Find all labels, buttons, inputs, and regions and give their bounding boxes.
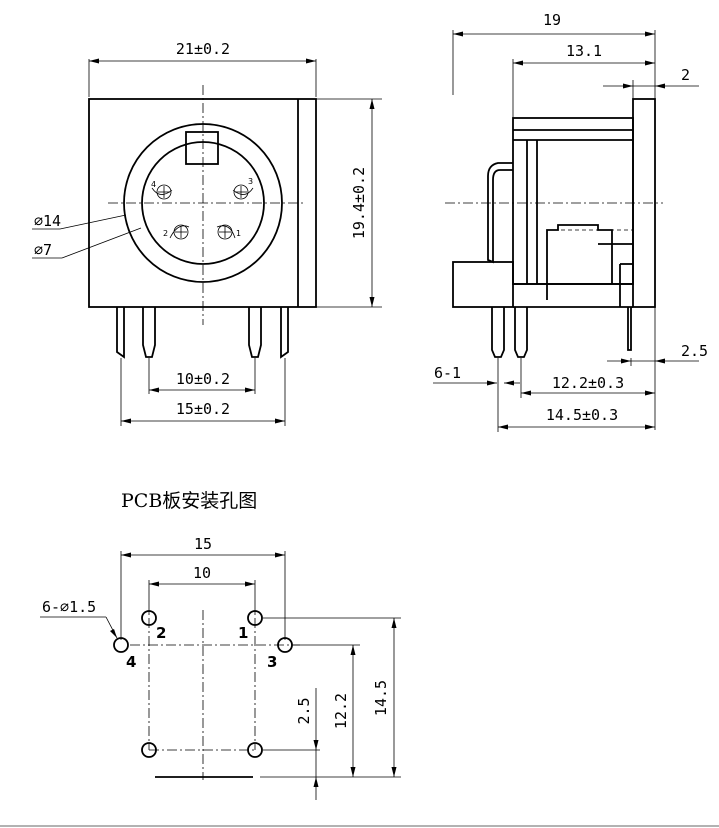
pcb-hole-label-2: 2 (156, 624, 166, 642)
front-pin-label-2: 2 (163, 229, 168, 238)
front-pin-2: 2 (163, 224, 190, 240)
outer-diameter-label: ⌀14 (34, 212, 61, 230)
pcb-hole-1 (247, 610, 263, 626)
body-depth-dim: 13.1 (566, 42, 602, 60)
front-legs (116, 307, 289, 359)
front-pin-4: 4 (151, 180, 173, 200)
side-view: 19 13.1 2 (433, 11, 708, 432)
pcb-hole-br (247, 742, 263, 758)
pcb-hole-bl (141, 742, 157, 758)
front-pin-1: 1 (216, 224, 241, 240)
front-pin-3: 3 (232, 177, 254, 200)
pcb-layout: PCB板安装孔图 15 10 6-⌀1.5 (40, 490, 401, 800)
front-pin-label-4: 4 (151, 180, 156, 189)
pcb-hole-label-3: 3 (267, 653, 277, 671)
pcb-hole-label-4: 4 (126, 653, 136, 671)
pcb-hole-4 (113, 637, 129, 653)
pcb-title: PCB板安装孔图 (121, 490, 257, 512)
front-width-dim: 21±0.2 (176, 40, 230, 58)
pcb-dim-14-5: 14.5 (372, 680, 390, 716)
pcb-hole-label-1: 1 (238, 624, 248, 642)
front-pin-label-1: 1 (236, 229, 241, 238)
flange-dim: 2 (681, 66, 690, 84)
front-view: 21±0.2 4 3 2 (32, 40, 382, 426)
pin-offset-dim: 2.5 (681, 342, 708, 360)
pcb-dim-12-2: 12.2 (332, 693, 350, 729)
pitch-inner-dim: 10±0.2 (176, 370, 230, 388)
side-legs (491, 307, 632, 358)
pin-row2-dim: 14.5±0.3 (546, 406, 618, 424)
front-height-dim: 19.4±0.2 (350, 167, 368, 239)
pcb-dim-10: 10 (193, 564, 211, 582)
front-pin-label-3: 3 (248, 177, 253, 186)
total-depth-dim: 19 (543, 11, 561, 29)
pin-spec-label: 6-1 (434, 364, 461, 382)
pcb-dim-15: 15 (194, 535, 212, 553)
pcb-hole-2 (141, 610, 157, 626)
pin-row1-dim: 12.2±0.3 (552, 374, 624, 392)
pcb-hole-spec: 6-⌀1.5 (42, 598, 96, 616)
inner-diameter-label: ⌀7 (34, 241, 52, 259)
pitch-outer-dim: 15±0.2 (176, 400, 230, 418)
pcb-dim-2-5: 2.5 (295, 697, 313, 724)
pcb-holes (113, 610, 293, 758)
